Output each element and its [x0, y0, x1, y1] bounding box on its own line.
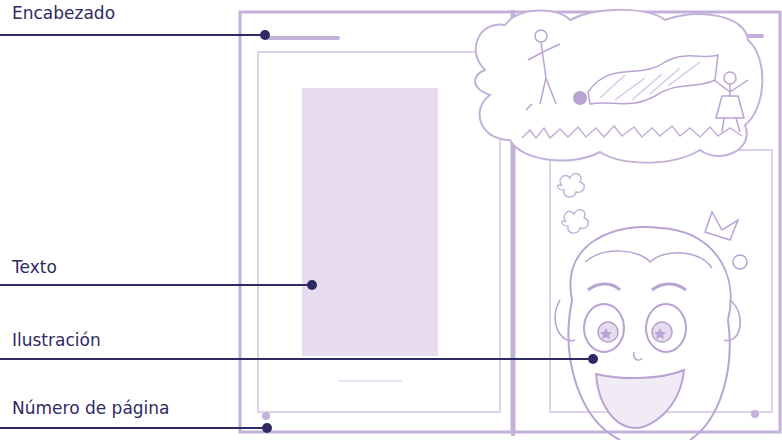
page-number-dot	[262, 412, 270, 420]
callout-label: Número de página	[12, 398, 170, 418]
text-block	[302, 88, 438, 356]
small-cloud	[562, 210, 589, 233]
leader-dot	[260, 30, 270, 40]
nose	[634, 352, 642, 360]
leader-line	[0, 427, 267, 429]
sketch-line	[338, 380, 402, 382]
figure-head	[535, 30, 547, 42]
leader-line	[0, 358, 593, 360]
leader-line	[0, 284, 312, 286]
header-bar	[268, 36, 338, 40]
fringe	[585, 251, 712, 268]
small-cloud	[558, 174, 585, 197]
star-sparkle	[600, 328, 666, 339]
leader-line	[0, 34, 265, 36]
page-number-dot	[751, 410, 759, 418]
eye	[584, 304, 624, 352]
margin-box	[550, 150, 772, 412]
figure-head	[724, 72, 736, 84]
hatching	[600, 62, 700, 100]
stick-figure	[526, 42, 560, 110]
face-outline	[569, 300, 730, 440]
callout-label: Texto	[12, 257, 57, 277]
thought-cloud	[475, 10, 762, 163]
mouth	[596, 370, 684, 428]
leader-dot	[262, 423, 272, 433]
leader-dot	[588, 354, 598, 364]
hair-bow	[705, 212, 738, 240]
eye	[646, 304, 686, 352]
banner	[588, 55, 718, 104]
callout-label: Ilustración	[12, 330, 101, 350]
eyebrows	[588, 284, 686, 290]
grass-line	[522, 126, 742, 138]
leader-dot	[307, 280, 317, 290]
ball	[573, 91, 587, 105]
stick-figure	[714, 80, 748, 132]
hair-clip	[733, 255, 747, 269]
left-page	[240, 12, 512, 432]
callout-label: Encabezado	[12, 3, 115, 23]
